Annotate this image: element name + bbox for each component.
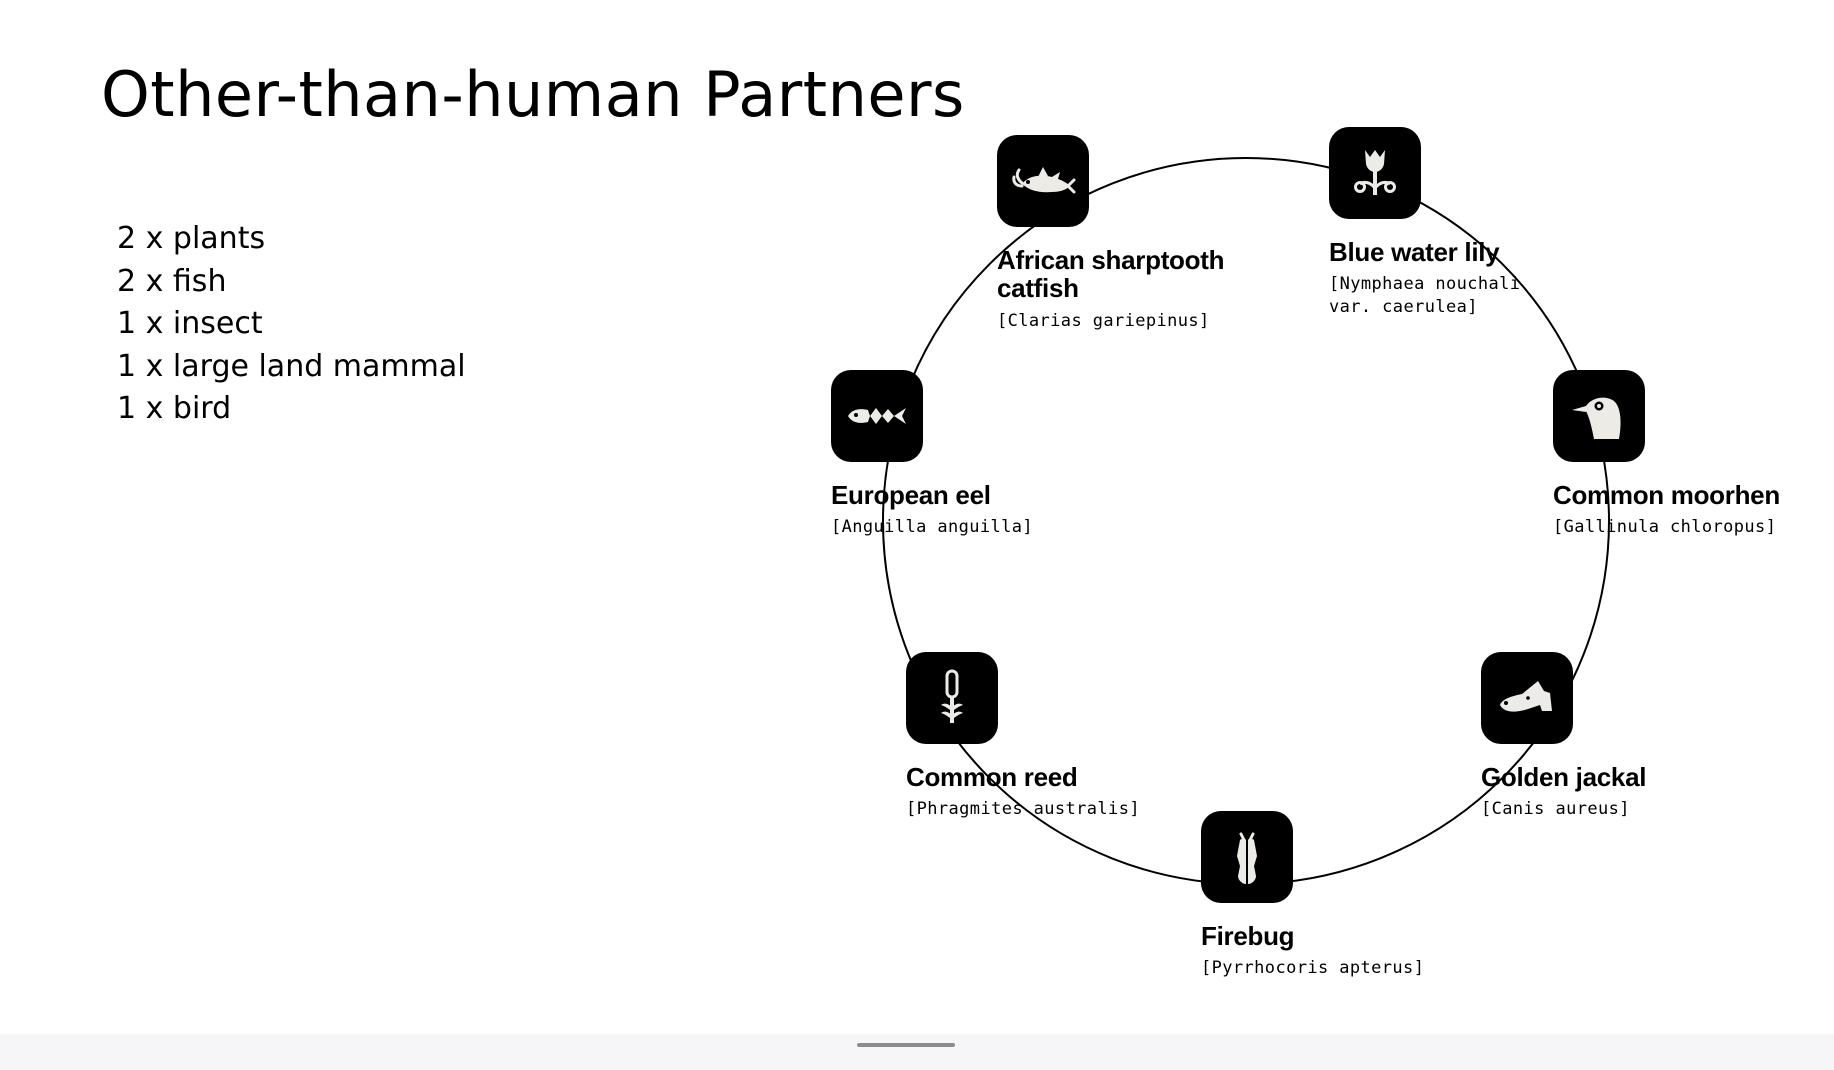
partner-scientific-name: [Anguilla anguilla] [831,517,1034,537]
partner-scientific-name: [Clarias gariepinus] [997,311,1210,331]
partner-scientific-name: [Pyrrhocoris apterus] [1201,958,1425,978]
partner-name: Firebug [1201,921,1295,951]
slide-title: Other-than-human Partners [101,58,965,131]
partner-scientific-name: [Nymphaea nouchali [1329,274,1521,294]
partner-scientific-name: var. caerulea] [1329,297,1478,317]
partner-name: catfish [997,273,1079,303]
partner-name: European eel [831,480,991,510]
firebug-icon [1201,811,1293,903]
jackal-icon [1481,652,1573,744]
partner-name: African sharptooth [997,245,1225,275]
scroll-handle[interactable] [857,1043,955,1047]
count-item-plants: 2 x plants [117,221,266,256]
partner-count-list: 2 x plants 2 x fish 1 x insect 1 x large… [117,218,466,431]
water-lily-icon [1329,127,1421,219]
partner-name: Golden jackal [1481,762,1647,792]
partner-scientific-name: [Phragmites australis] [906,799,1140,819]
count-item-insect: 1 x insect [117,306,263,341]
partner-name: Common reed [906,762,1078,792]
partner-scientific-name: [Gallinula chloropus] [1553,517,1777,537]
reed-icon [906,652,998,744]
count-item-mammal: 1 x large land mammal [117,348,466,384]
partner-scientific-name: [Canis aureus] [1481,799,1630,819]
catfish-icon [997,135,1089,227]
moorhen-icon [1553,370,1645,462]
partner-name: Blue water lily [1329,237,1500,267]
bottom-bar [0,1034,1834,1070]
slide: Other-than-human Partners 2 x plants 2 x… [101,58,1781,978]
eel-icon [831,370,923,462]
count-item-fish: 2 x fish [117,263,227,299]
partner-name: Common moorhen [1553,480,1780,510]
count-item-bird: 1 x bird [117,391,232,426]
